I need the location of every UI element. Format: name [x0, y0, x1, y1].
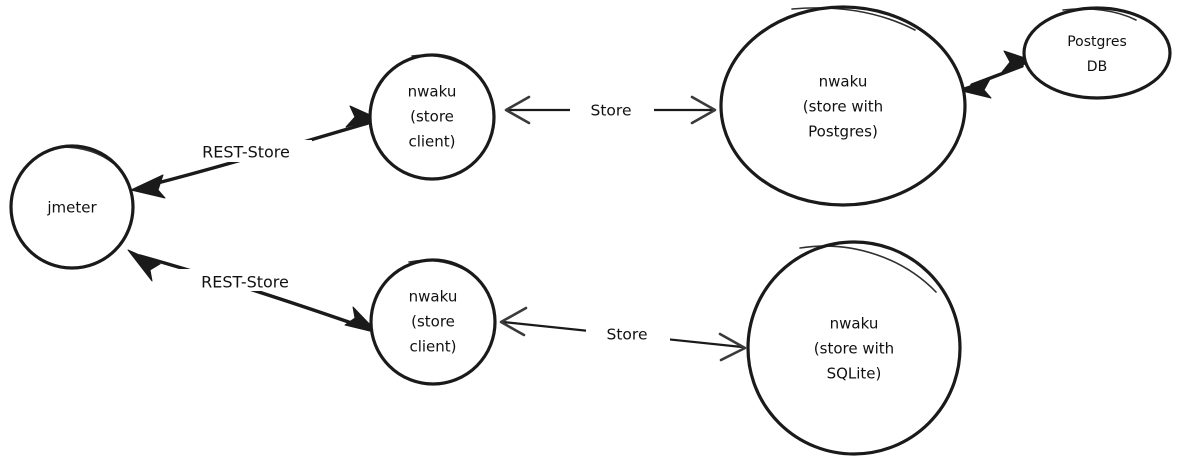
arrowhead-filled-left — [957, 78, 992, 99]
node-label-line-3: Postgres) — [808, 123, 878, 141]
node-store-client-top[interactable]: nwaku (store client) — [368, 53, 496, 181]
node-label-line-2: (store — [410, 108, 454, 126]
node-shape-ellipse — [719, 5, 967, 207]
node-shape-ellipse — [1022, 6, 1172, 100]
node-postgres-db[interactable]: Postgres DB — [1022, 6, 1172, 100]
node-sketch-overstroke — [1062, 8, 1137, 21]
node-label-line-3: client) — [409, 338, 456, 356]
edge-line — [138, 254, 368, 330]
arrowhead-open-left — [499, 306, 528, 337]
arrowhead-filled-right — [1001, 50, 1035, 73]
edge-label-backdrop — [586, 323, 670, 345]
node-label-jmeter: jmeter — [46, 199, 97, 217]
arrowhead-open-right — [690, 95, 717, 125]
arrowhead-open-right — [718, 332, 747, 362]
edge-label-store-bottom: Store — [607, 326, 648, 344]
node-store-sqlite[interactable]: nwaku (store with SQLite) — [746, 240, 962, 456]
edge-label-rest-store-bottom: REST-Store — [201, 273, 289, 292]
node-label-line-2: DB — [1087, 59, 1107, 75]
edge-store-client-top-to-postgres-node: Store — [504, 95, 717, 125]
edge-label-backdrop — [180, 140, 312, 162]
edge-postgres-node-to-db — [957, 50, 1035, 99]
node-shape-circle — [746, 240, 962, 456]
edge-jmeter-to-store-client-top: REST-Store — [130, 105, 380, 199]
arrowhead-filled-right — [345, 105, 380, 128]
arrowhead-filled-left — [127, 249, 161, 282]
node-shape-circle — [9, 144, 135, 270]
node-label-line-1: nwaku — [830, 315, 879, 333]
edge-label-backdrop — [178, 269, 312, 291]
node-label-line-1: nwaku — [819, 73, 868, 91]
node-jmeter[interactable]: jmeter — [9, 144, 135, 270]
node-store-client-bottom[interactable]: nwaku (store client) — [369, 258, 497, 386]
node-label-line-3: SQLite) — [827, 365, 882, 383]
arrowhead-open-left — [504, 95, 531, 125]
node-sketch-overstroke — [411, 54, 469, 68]
node-label-line-2: (store with — [803, 98, 883, 116]
edge-store-client-bottom-to-sqlite-node: Store — [499, 306, 747, 362]
edge-label-backdrop — [570, 99, 654, 121]
edge-label-rest-store-top: REST-Store — [202, 143, 290, 162]
edge-label-store-top: Store — [591, 102, 632, 120]
node-label-line-1: nwaku — [408, 83, 457, 101]
node-label-line-1: nwaku — [409, 288, 458, 306]
node-sketch-overstroke — [791, 7, 916, 31]
node-label-line-1: Postgres — [1067, 34, 1127, 50]
arrowhead-filled-left — [130, 174, 166, 199]
edge-jmeter-to-store-client-bottom: REST-Store — [127, 249, 379, 334]
node-sketch-overstroke — [59, 146, 114, 164]
node-sketch-overstroke — [799, 245, 937, 293]
node-label-line-2: (store — [411, 313, 455, 331]
node-store-postgres[interactable]: nwaku (store with Postgres) — [719, 5, 967, 207]
node-label-line-3: client) — [408, 133, 455, 151]
node-label-line-2: (store with — [814, 340, 894, 358]
node-sketch-overstroke — [408, 259, 470, 273]
